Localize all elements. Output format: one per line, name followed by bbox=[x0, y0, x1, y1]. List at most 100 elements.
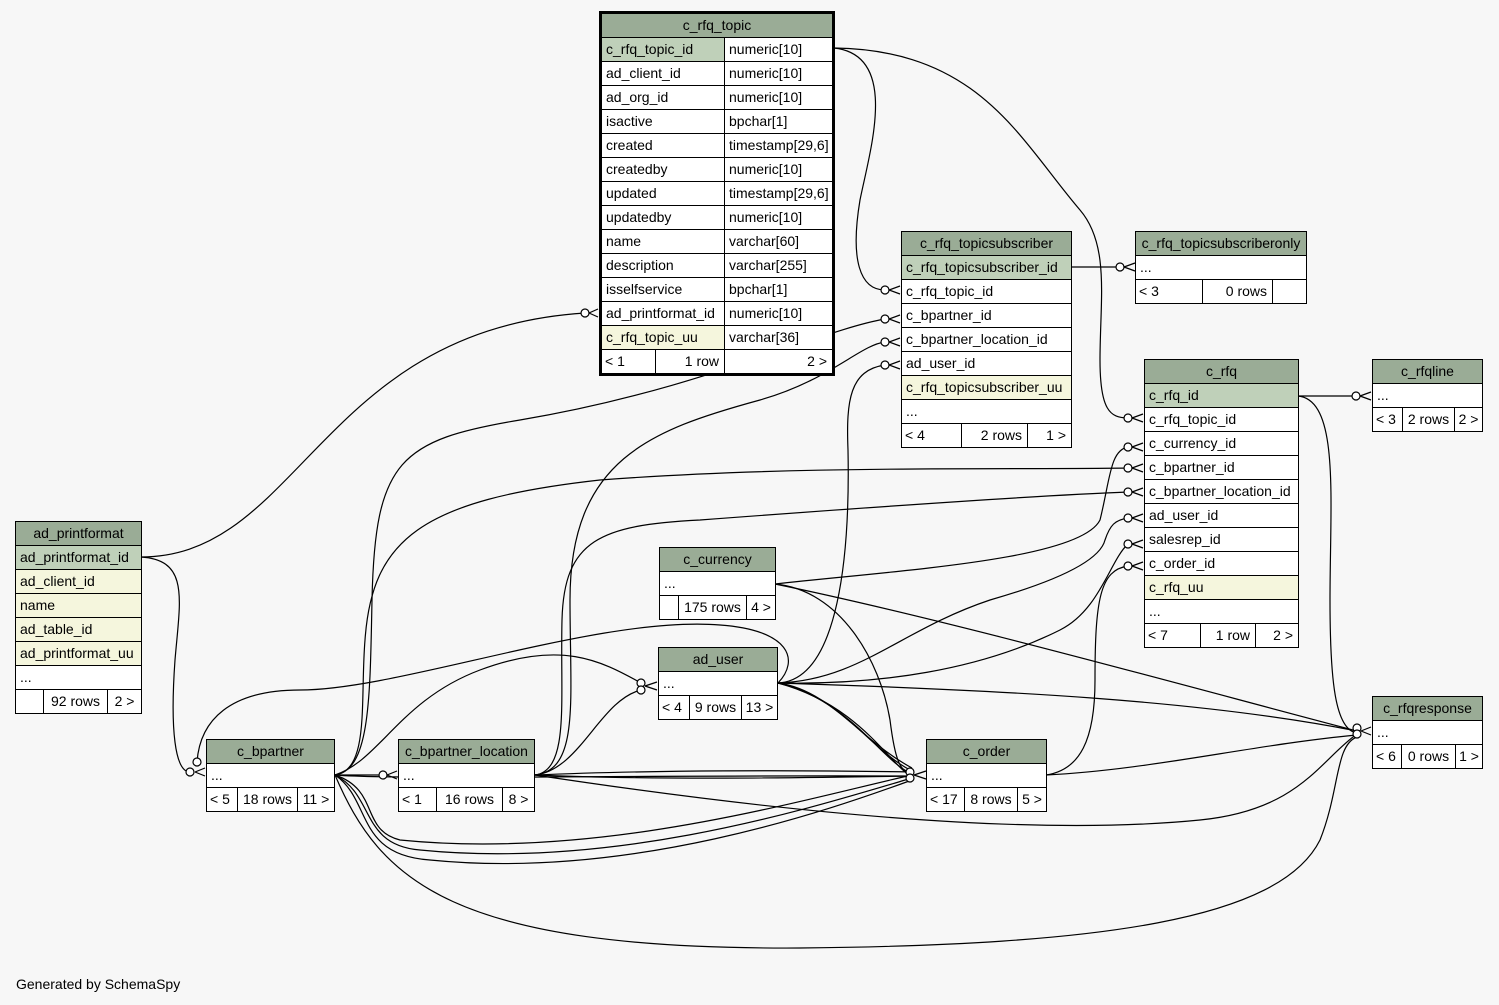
children-link[interactable]: 2 > bbox=[1454, 408, 1482, 431]
table-row: c_rfq_uu bbox=[1145, 576, 1298, 600]
table-row: ... bbox=[1136, 256, 1306, 280]
column-name: ... bbox=[1377, 724, 1389, 740]
parents-link[interactable] bbox=[660, 596, 678, 619]
table-title[interactable]: c_rfqresponse bbox=[1373, 697, 1482, 721]
children-link[interactable]: 2 > bbox=[724, 350, 832, 373]
children-link[interactable] bbox=[1272, 280, 1306, 303]
table-ad-printformat[interactable]: ad_printformat ad_printformat_id ad_clie… bbox=[15, 521, 142, 714]
table-title[interactable]: c_bpartner_location bbox=[399, 740, 534, 764]
table-c-rfq[interactable]: c_rfq c_rfq_id c_rfq_topic_id c_currency… bbox=[1144, 359, 1299, 648]
children-link[interactable]: 1 > bbox=[1027, 424, 1071, 447]
edge-bpartner-user bbox=[334, 654, 642, 776]
table-title[interactable]: c_order bbox=[927, 740, 1046, 764]
children-link[interactable]: 1 > bbox=[1455, 745, 1482, 768]
parents-link[interactable]: < 3 bbox=[1139, 283, 1159, 299]
edge-order-rfq bbox=[1045, 565, 1129, 776]
children-link[interactable]: 11 > bbox=[297, 788, 334, 811]
parents-link[interactable]: < 1 bbox=[402, 791, 422, 807]
column-name: updatedby bbox=[606, 209, 672, 225]
column-name: ... bbox=[931, 767, 943, 783]
edge-bploc-order-1 bbox=[534, 770, 913, 776]
parents-link[interactable]: < 1 bbox=[605, 353, 625, 369]
table-row: ... bbox=[1373, 721, 1482, 745]
parents-link[interactable]: < 5 bbox=[210, 791, 230, 807]
children-link[interactable]: 5 > bbox=[1017, 788, 1046, 811]
table-row: ... bbox=[207, 764, 334, 788]
column-name: ad_user_id bbox=[906, 355, 976, 371]
table-title[interactable]: ad_user bbox=[659, 648, 777, 672]
children-link[interactable]: 8 > bbox=[502, 788, 534, 811]
children-link[interactable]: 2 > bbox=[1255, 624, 1298, 647]
edge-bpartner-response bbox=[334, 736, 1358, 949]
column-name: c_bpartner_location_id bbox=[1149, 483, 1291, 499]
children-link[interactable]: 4 > bbox=[746, 596, 775, 619]
table-row: ad_user_id bbox=[1145, 504, 1298, 528]
column-type: varchar[36] bbox=[724, 326, 832, 349]
table-title[interactable]: c_currency bbox=[660, 548, 775, 572]
parents-link[interactable]: < 7 bbox=[1148, 627, 1168, 643]
column-name: name bbox=[20, 597, 56, 613]
row-count: 1 row bbox=[1200, 624, 1255, 647]
table-title[interactable]: c_rfqline bbox=[1373, 360, 1482, 384]
column-name: ... bbox=[211, 767, 223, 783]
edge-user-order-1 bbox=[777, 682, 913, 769]
table-title[interactable]: c_bpartner bbox=[207, 740, 334, 764]
column-name: c_bpartner_location_id bbox=[906, 331, 1048, 347]
column-type: numeric[10] bbox=[724, 302, 832, 325]
column-name: ad_printformat_id bbox=[606, 305, 715, 321]
column-type: numeric[10] bbox=[724, 158, 832, 181]
edge-order-response bbox=[1045, 734, 1358, 776]
parents-link[interactable]: < 6 bbox=[1376, 748, 1396, 764]
edge-user-rfq-salesrep bbox=[777, 543, 1129, 684]
edge-printformat-bpartner bbox=[140, 556, 191, 773]
edge-rfq-rfqresponse bbox=[1297, 395, 1358, 734]
table-row: c_rfq_topicsubscriber_id bbox=[902, 256, 1071, 280]
parents-link[interactable]: < 17 bbox=[930, 791, 958, 807]
parents-link[interactable]: < 4 bbox=[662, 699, 682, 715]
table-title[interactable]: c_rfq bbox=[1145, 360, 1298, 384]
parents-link[interactable]: < 4 bbox=[905, 427, 925, 443]
table-title[interactable]: ad_printformat bbox=[16, 522, 141, 546]
table-row: ad_printformat_id bbox=[16, 546, 141, 570]
table-title[interactable]: c_rfq_topicsubscriberonly bbox=[1136, 232, 1306, 256]
row-count: 9 rows bbox=[689, 696, 741, 719]
column-name: ad_user_id bbox=[1149, 507, 1219, 523]
column-name: isactive bbox=[606, 113, 653, 129]
table-row: c_rfq_topicsubscriber_uu bbox=[902, 376, 1071, 400]
table-row: salesrep_id bbox=[1145, 528, 1298, 552]
column-name: ad_org_id bbox=[606, 89, 669, 105]
children-link[interactable]: 13 > bbox=[741, 696, 777, 719]
column-name: description bbox=[606, 257, 674, 273]
table-title[interactable]: c_rfq_topicsubscriber bbox=[902, 232, 1071, 256]
row-count: 92 rows bbox=[43, 690, 107, 713]
children-link[interactable]: 2 > bbox=[107, 690, 141, 713]
table-row: ... bbox=[659, 672, 777, 696]
parents-link[interactable] bbox=[16, 690, 43, 713]
table-title[interactable]: c_rfq_topic bbox=[602, 14, 832, 38]
table-c-rfq-topicsubscriber[interactable]: c_rfq_topicsubscriber c_rfq_topicsubscri… bbox=[901, 231, 1072, 448]
table-row: ad_printformat_uu bbox=[16, 642, 141, 666]
column-type: numeric[10] bbox=[724, 62, 832, 85]
column-type: timestamp[29,6] bbox=[724, 182, 832, 205]
parents-link[interactable]: < 3 bbox=[1376, 411, 1396, 427]
table-row: ... bbox=[16, 666, 141, 690]
